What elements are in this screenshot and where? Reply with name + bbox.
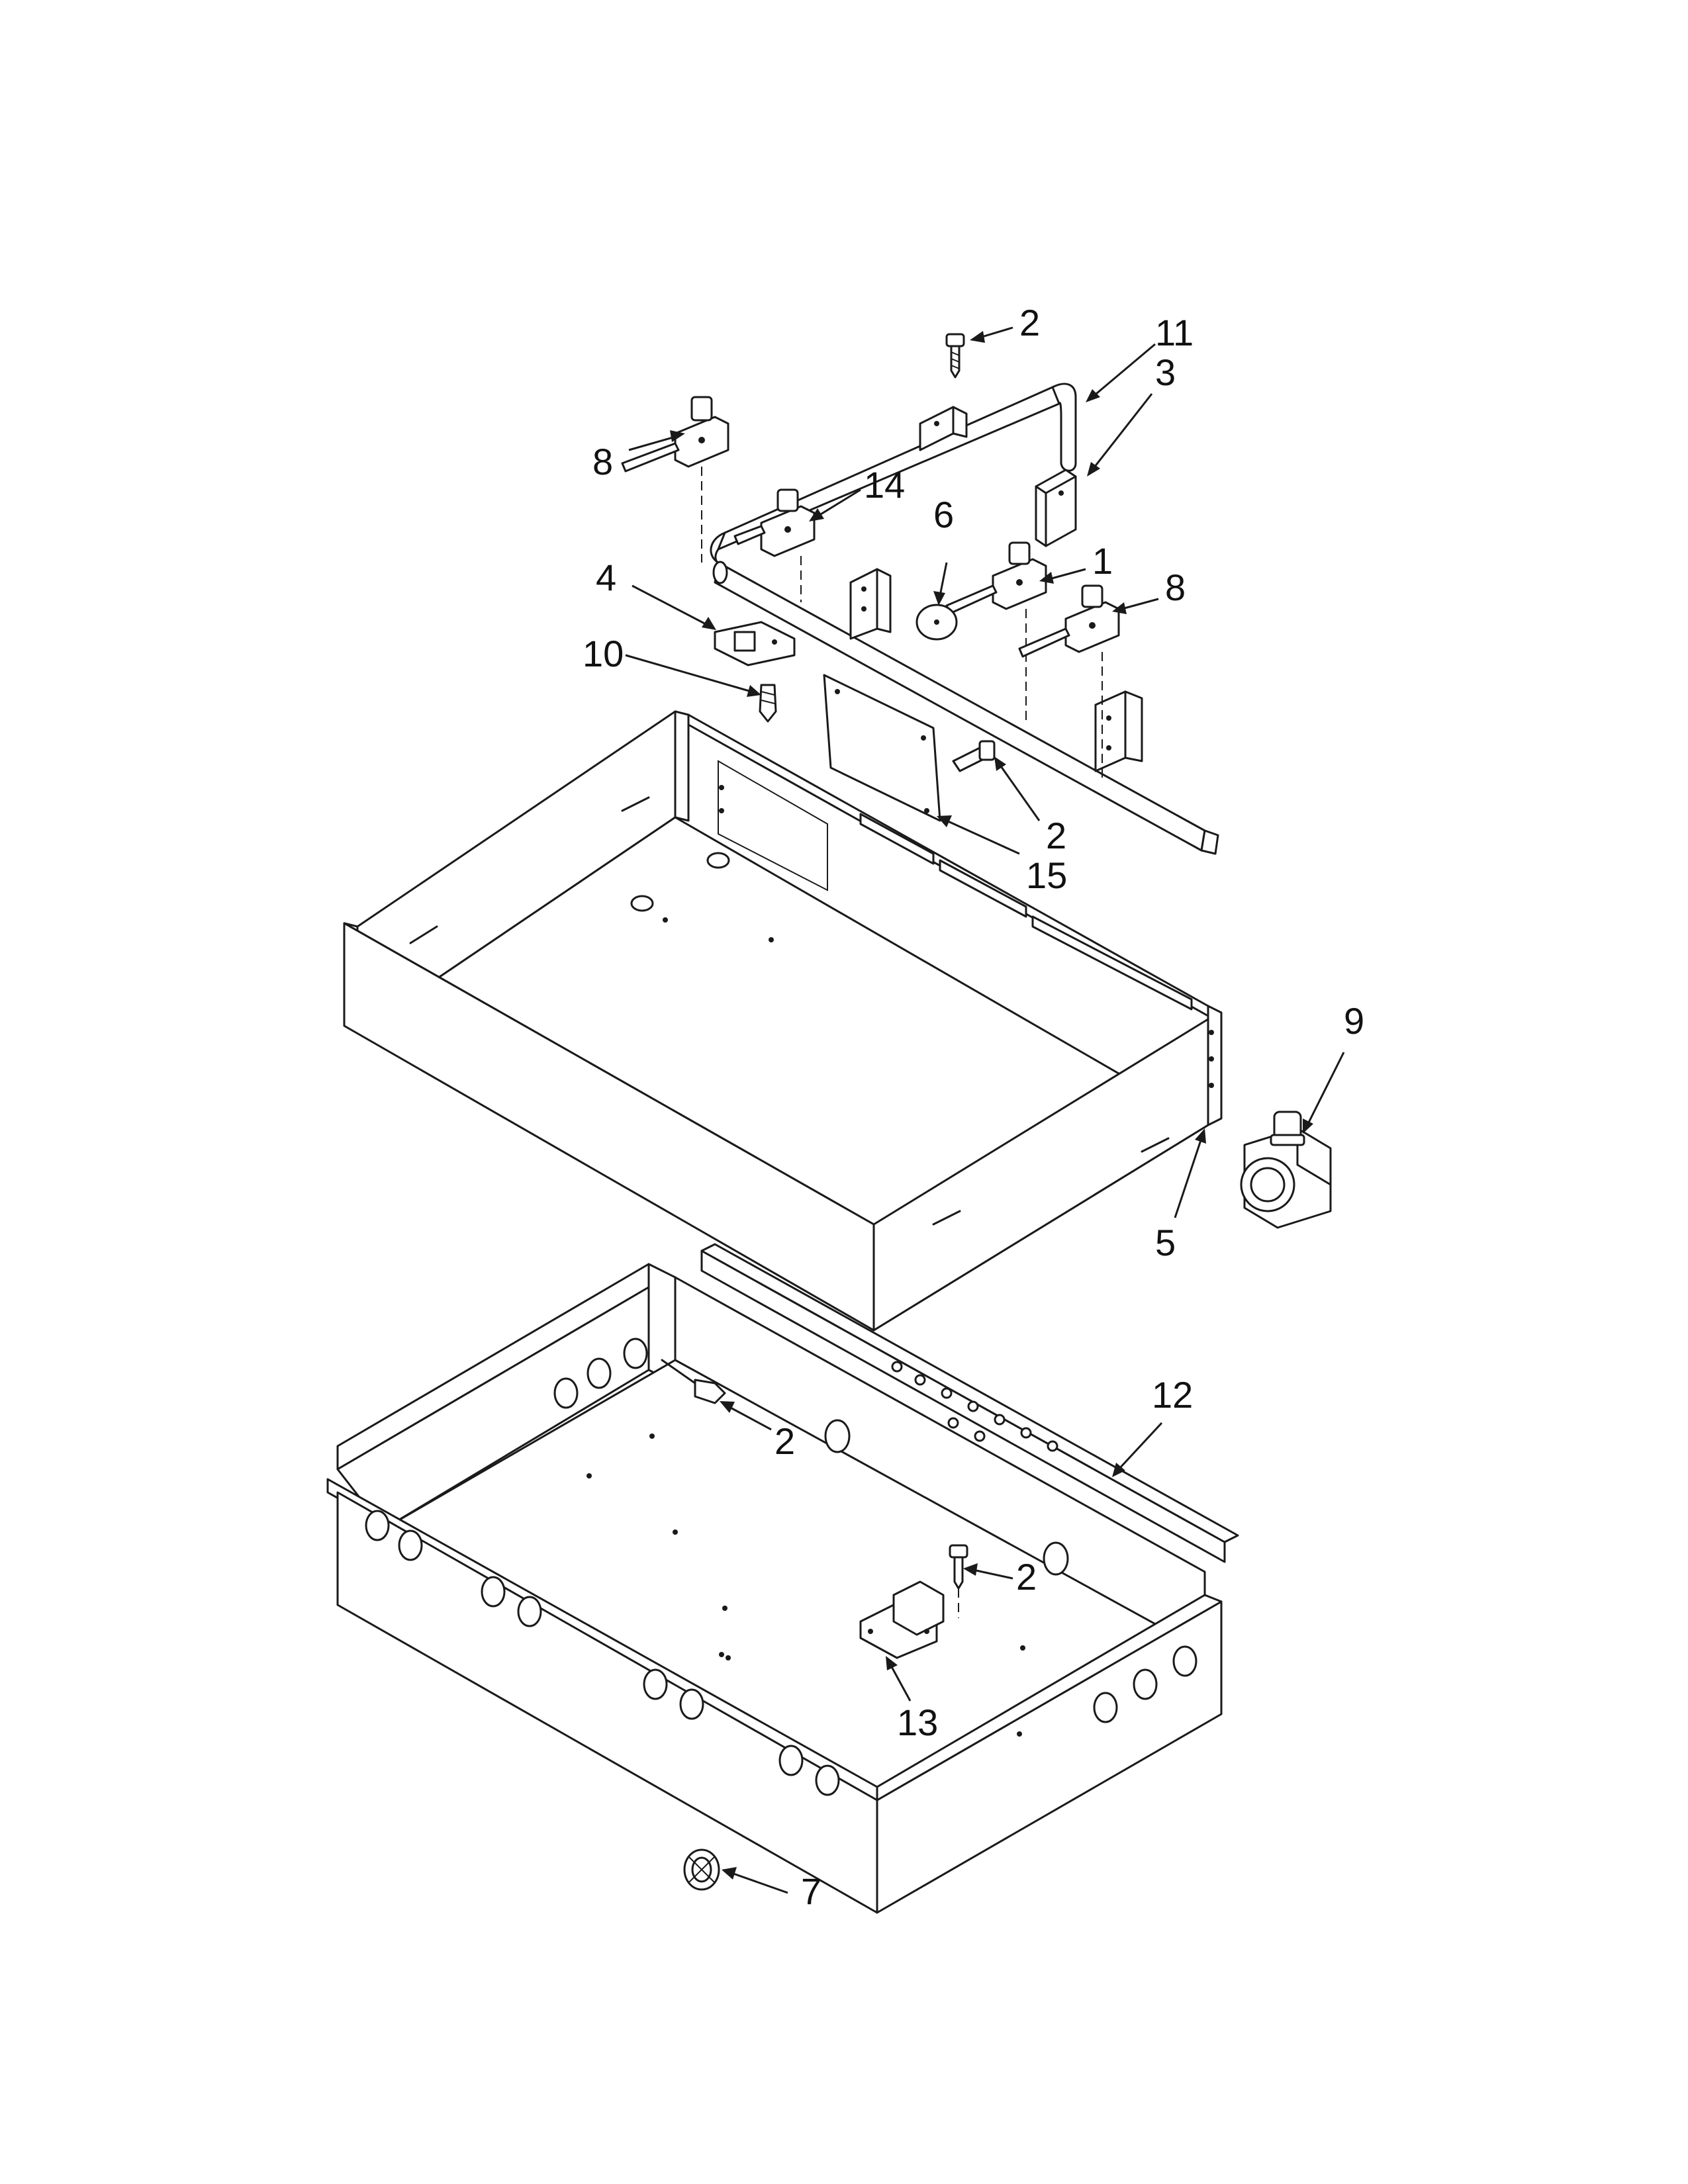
callout-15: 15 — [1026, 854, 1068, 896]
bracket-3 — [1035, 469, 1077, 547]
callout-2-top: 2 — [1019, 302, 1041, 343]
bracket-13 — [859, 1580, 945, 1659]
valve-8-right — [1018, 584, 1120, 778]
screw-base-right — [949, 1544, 968, 1618]
callout-8-left: 8 — [592, 441, 614, 482]
callout-1: 1 — [1092, 540, 1113, 582]
callout-3: 3 — [1155, 351, 1176, 393]
callout-arrows — [625, 326, 1345, 1894]
cover-plate-15 — [823, 674, 941, 822]
valve-1 — [945, 541, 1047, 721]
manifold-bracket-mid — [849, 568, 892, 640]
callout-2-base-right: 2 — [1016, 1556, 1037, 1598]
manifold-bracket-rear — [919, 406, 968, 451]
callout-6: 6 — [933, 494, 955, 535]
callout-2-base-left: 2 — [774, 1420, 796, 1462]
screw-plate — [952, 740, 996, 772]
callout-10: 10 — [583, 633, 624, 674]
manifold-bracket-right — [1094, 690, 1143, 772]
valve-14 — [733, 488, 816, 602]
callout-11: 9 — [1344, 1000, 1365, 1042]
screw-base-left — [661, 1359, 726, 1404]
base-pan-12 — [326, 1243, 1239, 1914]
washer-6 — [915, 604, 958, 641]
leveling-foot-9 — [683, 1848, 720, 1891]
manifold-pipe — [710, 383, 1219, 855]
callout-5: 5 — [1155, 1222, 1176, 1263]
bracket-4 — [714, 621, 796, 666]
callout-7: 11 — [1155, 312, 1194, 353]
screw-top — [945, 333, 965, 379]
callout-13: 13 — [897, 1702, 939, 1743]
callout-4: 4 — [596, 557, 617, 598]
valve-8-left — [621, 396, 729, 563]
screw-10 — [759, 684, 777, 723]
upper-tray-5 — [343, 710, 1223, 1332]
callout-2-plate: 2 — [1046, 815, 1067, 856]
callout-12: 12 — [1152, 1374, 1194, 1416]
callout-8-right: 8 — [1165, 567, 1186, 608]
callout-14: 14 — [864, 464, 906, 506]
pressure-regulator-11 — [1240, 1111, 1332, 1229]
callout-9: 7 — [801, 1870, 822, 1912]
